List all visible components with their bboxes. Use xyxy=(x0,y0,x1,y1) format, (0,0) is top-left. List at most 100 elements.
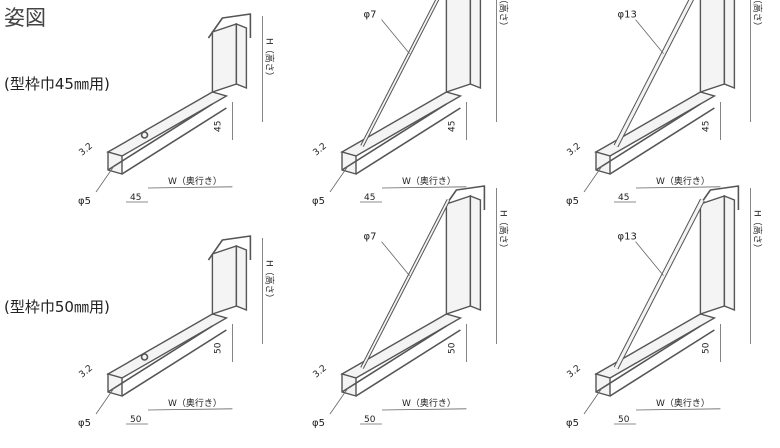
base-edge xyxy=(609,329,715,397)
h-dimension-label: H（高さ） xyxy=(497,0,509,31)
w-dimension-label: W（奥行き） xyxy=(402,397,456,409)
brace-diameter-label: φ13 xyxy=(618,10,637,21)
base-edge xyxy=(341,325,447,393)
front-width-label: 50 xyxy=(130,415,142,425)
post-width-label: 50 xyxy=(701,342,711,354)
base-edge xyxy=(107,103,213,171)
rear-post-side xyxy=(723,0,736,90)
brace xyxy=(614,199,704,369)
base-edge xyxy=(355,329,461,397)
pin-leader xyxy=(329,165,349,193)
brace xyxy=(614,0,693,147)
pin-leader xyxy=(583,387,603,415)
base-edge xyxy=(121,329,227,397)
base-edge xyxy=(355,107,461,175)
brace-leader xyxy=(381,19,410,54)
w-dimension-line xyxy=(147,186,233,189)
brace-leader xyxy=(635,241,664,276)
brace xyxy=(361,0,439,147)
post-width-label: 45 xyxy=(213,121,223,132)
pin-leader xyxy=(95,165,115,193)
brace-diameter-label: φ13 xyxy=(618,232,637,243)
w-dimension-line xyxy=(147,408,233,411)
rear-post xyxy=(445,0,472,93)
page-title: 姿図 xyxy=(4,6,46,30)
rear-post xyxy=(211,245,238,315)
h-dimension-label: H（高さ） xyxy=(497,210,509,253)
thickness-label: 3.2 xyxy=(78,363,95,380)
post-width-label: 50 xyxy=(213,342,223,354)
row-label-50mm: (型枠巾50㎜用) xyxy=(4,298,110,316)
post-width-label: 45 xyxy=(701,121,711,132)
keyhole-icon xyxy=(140,131,149,139)
pin-diameter-label: φ5 xyxy=(78,196,91,207)
base-plate xyxy=(106,313,229,379)
pin-leader xyxy=(95,387,115,415)
thickness-label: 3.2 xyxy=(566,363,583,380)
rear-post-side xyxy=(469,194,482,312)
thickness-label: 3.2 xyxy=(312,363,329,380)
rear-post xyxy=(699,0,726,93)
w-dimension-line xyxy=(635,186,721,189)
base-plate xyxy=(106,91,229,157)
rear-post-side xyxy=(723,194,736,312)
base-plate xyxy=(594,91,717,157)
top-clamp xyxy=(207,235,252,261)
keyhole-icon xyxy=(140,353,149,361)
bracket-r2-c1: H（高さ）50W（奥行き）503.2φ5 xyxy=(78,235,275,429)
front-width-label: 45 xyxy=(130,193,141,203)
rear-post-side xyxy=(469,0,482,90)
w-dimension-line xyxy=(635,408,721,411)
w-dimension-line xyxy=(381,408,467,411)
w-dimension-label: W（奥行き） xyxy=(656,175,710,187)
rear-post xyxy=(211,23,238,93)
pin-diameter-label: φ5 xyxy=(78,418,91,429)
base-plate xyxy=(340,91,463,157)
pin-diameter-label: φ5 xyxy=(566,418,579,429)
h-dimension-label: H（高さ） xyxy=(751,0,763,31)
w-dimension-label: W（奥行き） xyxy=(656,397,710,409)
base-edge xyxy=(609,107,715,175)
rear-post-side xyxy=(235,244,248,312)
thickness-label: 3.2 xyxy=(312,141,329,158)
brace-leader xyxy=(381,241,410,276)
rear-post-side xyxy=(235,22,248,90)
top-clamp xyxy=(207,13,252,39)
pin-leader xyxy=(329,387,349,415)
base-edge xyxy=(121,107,227,175)
base-edge xyxy=(595,103,701,171)
thickness-label: 3.2 xyxy=(566,141,583,158)
brace-diameter-label: φ7 xyxy=(364,232,377,243)
pin-diameter-label: φ5 xyxy=(312,196,325,207)
front-width-label: 50 xyxy=(364,415,376,425)
brace-diameter-label: φ7 xyxy=(364,10,377,21)
w-dimension-label: W（奥行き） xyxy=(168,397,222,409)
w-dimension-label: W（奥行き） xyxy=(402,175,456,187)
row-label-45mm: (型枠巾45㎜用) xyxy=(4,75,110,93)
brace-leader xyxy=(635,19,664,54)
brace xyxy=(361,199,450,369)
w-dimension-label: W（奥行き） xyxy=(168,175,222,187)
base-plate xyxy=(594,313,717,379)
front-width-label: 45 xyxy=(364,193,375,203)
rear-post xyxy=(445,195,472,315)
bracket-r1-c1: H（高さ）45W（奥行き）453.2φ5 xyxy=(78,13,275,207)
w-dimension-line xyxy=(381,186,467,189)
h-dimension-label: H（高さ） xyxy=(751,210,763,253)
rear-post xyxy=(699,195,726,315)
top-clamp xyxy=(441,185,486,211)
front-width-label: 50 xyxy=(618,415,630,425)
base-plate xyxy=(340,313,463,379)
thickness-label: 3.2 xyxy=(78,141,95,158)
h-dimension-label: H（高さ） xyxy=(263,38,275,81)
pin-leader xyxy=(583,165,603,193)
base-edge xyxy=(341,103,447,171)
post-width-label: 45 xyxy=(447,121,457,132)
pin-diameter-label: φ5 xyxy=(566,196,579,207)
base-edge xyxy=(595,325,701,393)
